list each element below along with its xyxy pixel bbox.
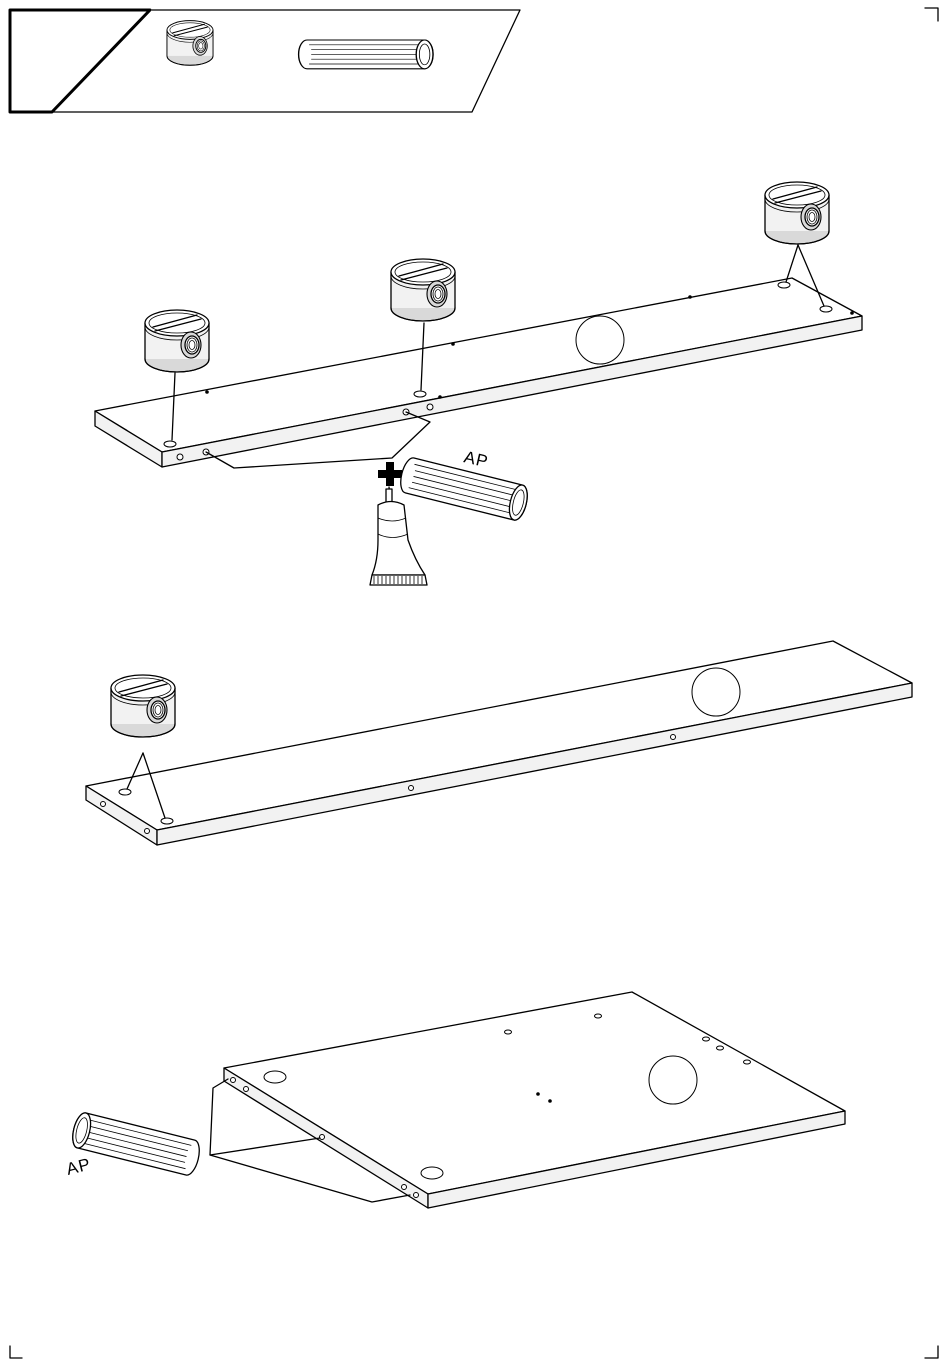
- dowel-icon: [299, 40, 433, 69]
- part-label-ap: AP: [462, 447, 490, 471]
- cam-nut-icon: [145, 310, 209, 372]
- cam-nut-icon: [765, 182, 829, 244]
- parts-header-panel: [10, 10, 520, 112]
- glue-tube-icon: [370, 487, 427, 585]
- cam-nut-icon: [167, 21, 213, 66]
- part-label-ap: AP: [64, 1154, 93, 1178]
- cam-nut-icon: [391, 259, 455, 321]
- cam-nut-icon: [111, 675, 175, 737]
- step-top-board: AP: [95, 182, 862, 585]
- step-middle-board: [86, 641, 912, 845]
- plus-icon: [378, 462, 402, 486]
- step-bottom-panel: AP: [64, 992, 845, 1208]
